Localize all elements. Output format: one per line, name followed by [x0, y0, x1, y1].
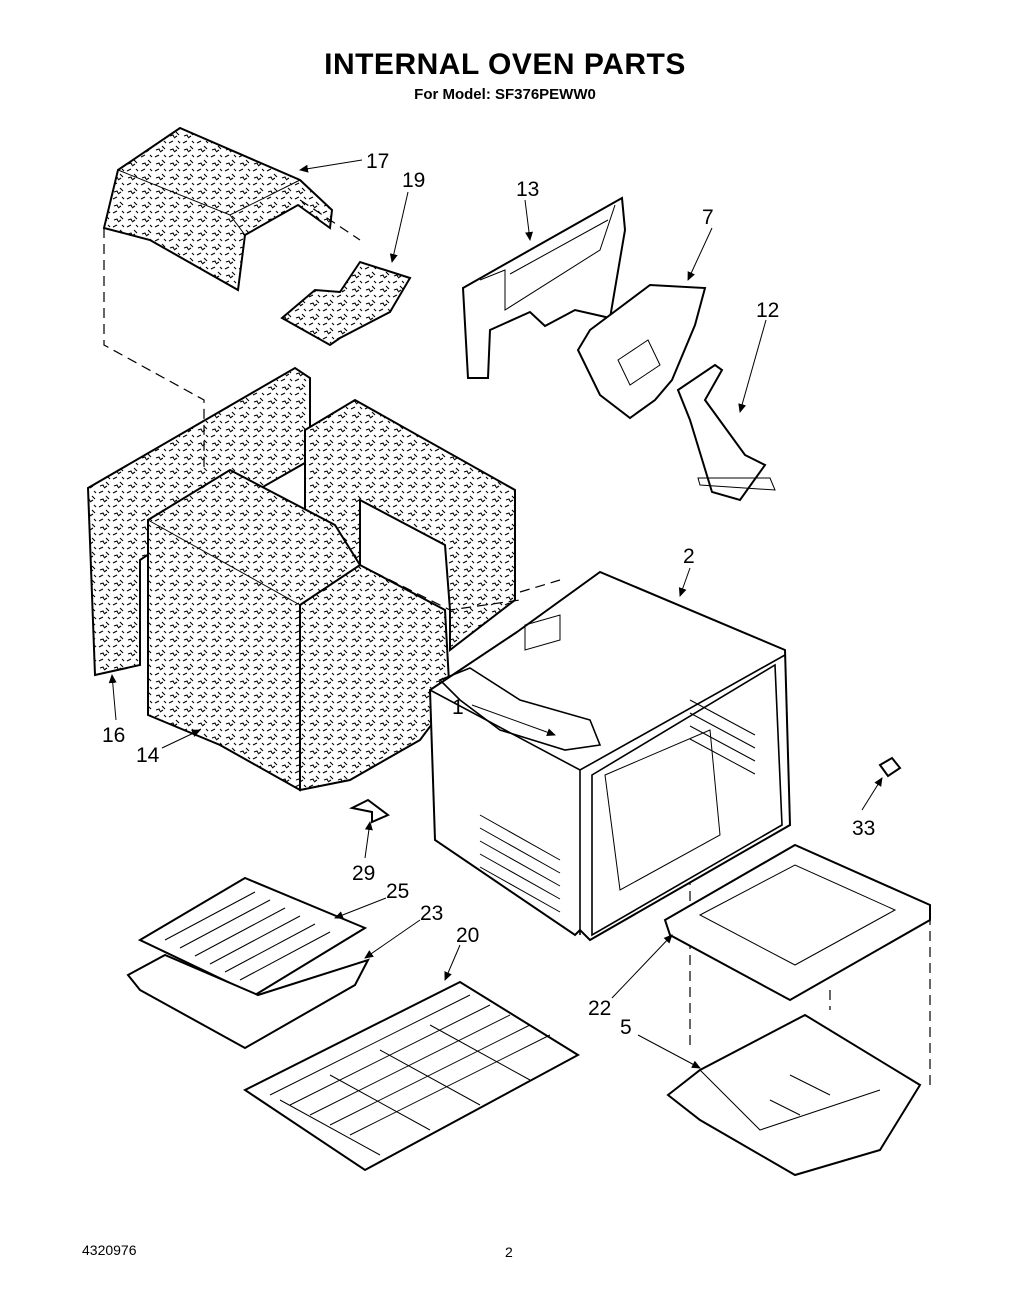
callout-20: 20 — [456, 924, 479, 947]
part-2-oven-cavity — [428, 570, 792, 942]
part-29-bracket — [348, 798, 390, 824]
callout-2: 2 — [683, 545, 695, 568]
callout-14: 14 — [136, 744, 160, 767]
callout-7: 7 — [702, 206, 714, 229]
callout-1: 1 — [452, 696, 464, 719]
callout-23: 23 — [420, 902, 443, 925]
part-20-oven-rack — [243, 980, 580, 1172]
part-5-burner-box — [666, 1013, 922, 1177]
part-14-insulation-box — [147, 468, 452, 792]
page-number: 2 — [505, 1244, 513, 1260]
callout-25: 25 — [386, 880, 409, 903]
document-number: 4320976 — [82, 1242, 137, 1258]
callout-12: 12 — [756, 299, 779, 322]
callout-22: 22 — [588, 997, 611, 1020]
part-7-vent-bracket — [576, 283, 707, 420]
callout-29: 29 — [352, 862, 375, 885]
part-19-insulation-pad — [280, 260, 412, 347]
part-12-vent-tube — [676, 363, 776, 502]
page-title: INTERNAL OVEN PARTS — [324, 48, 686, 81]
part-33-clip — [878, 756, 902, 778]
callout-5: 5 — [620, 1016, 632, 1039]
callout-13: 13 — [516, 178, 539, 201]
callout-17: 17 — [366, 150, 389, 173]
part-23-broiler-pan — [126, 953, 371, 1050]
part-13-vent-duct — [461, 196, 627, 379]
callout-33: 33 — [852, 817, 875, 840]
callout-16: 16 — [102, 724, 125, 747]
part-17-top-insulation — [102, 126, 334, 292]
model-subtitle: For Model: SF376PEWW0 — [414, 86, 596, 103]
callout-19: 19 — [402, 169, 425, 192]
